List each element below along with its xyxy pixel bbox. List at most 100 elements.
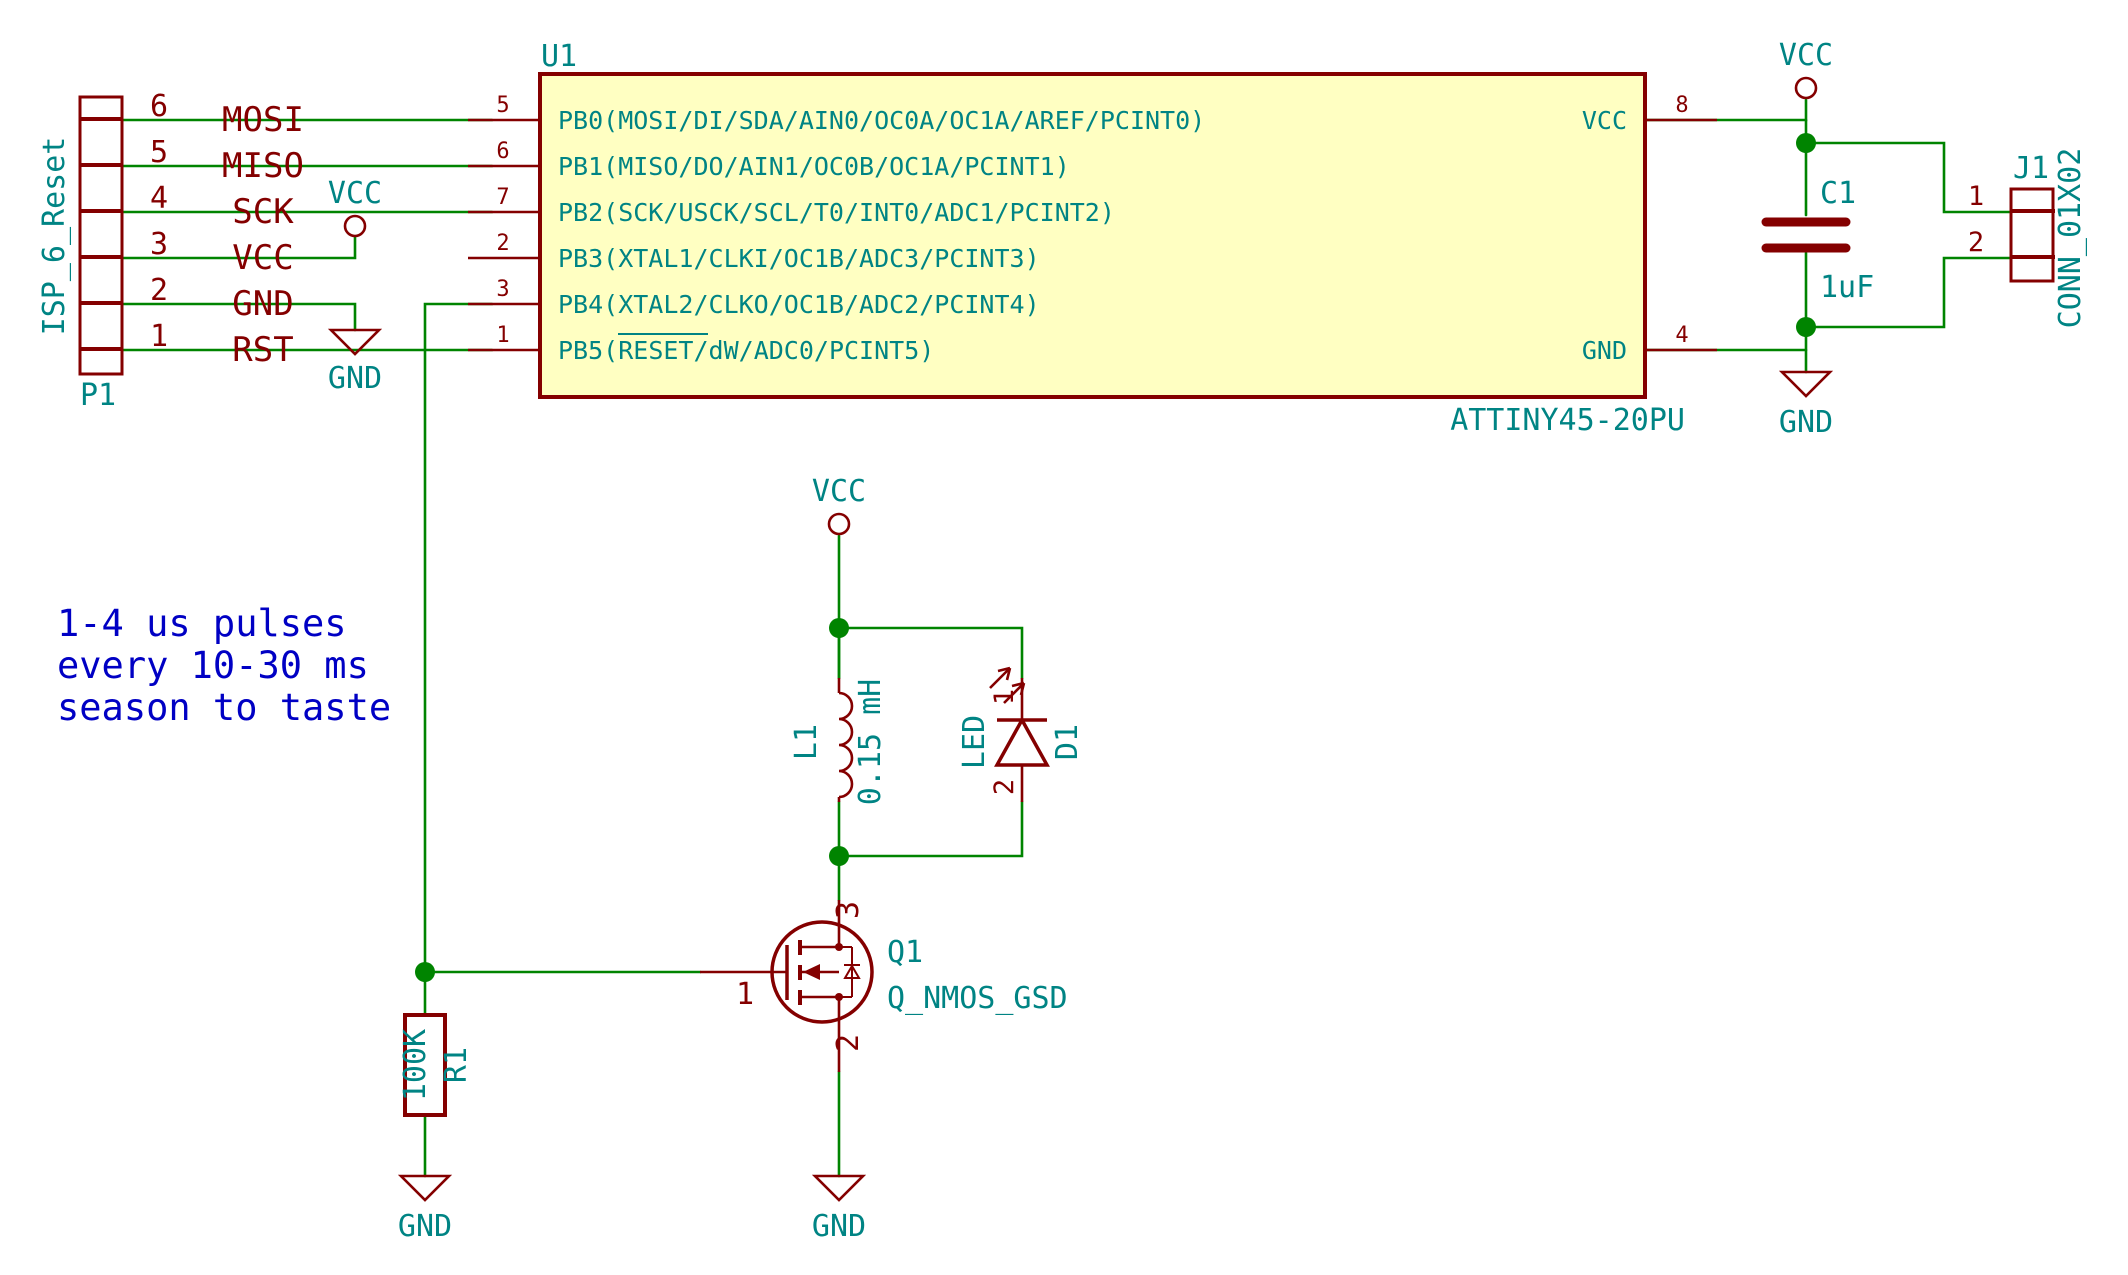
pin-name-part: /dW/ADC0/PCINT5) (693, 336, 934, 365)
inductor-coil (838, 691, 854, 799)
vcc-circle-icon (827, 512, 851, 536)
resistor-r1-ref: R1 (439, 1047, 474, 1083)
pin-number: 2 (150, 273, 168, 308)
mosfet-arrow (803, 964, 820, 980)
pin-number: 1 (150, 319, 168, 354)
pin-number: 5 (496, 93, 509, 118)
led-d1-value: LED (957, 715, 992, 769)
gnd-symbol: GND (327, 328, 383, 396)
pin-label-vcc: VCC (232, 238, 293, 278)
pin-number: 2 (831, 1034, 866, 1052)
inductor-l1[interactable]: L1 0.15 mH (789, 678, 888, 805)
vcc-symbol: VCC (1779, 38, 1833, 100)
wire-j1-pin1 (1804, 141, 2012, 214)
pin-label-rst: RST (232, 330, 293, 370)
gnd-triangle-icon (811, 1174, 867, 1202)
pin-number: 6 (150, 89, 168, 124)
pin-stub (80, 255, 123, 259)
pin-name-part: PB5( (558, 336, 618, 365)
junction-dot (1796, 133, 1816, 153)
pin-label-mosi: MOSI (222, 100, 304, 140)
gnd-triangle-icon (397, 1174, 453, 1202)
mosfet-q1-ref: Q1 (887, 935, 923, 970)
gnd-label: GND (812, 1209, 866, 1244)
junction-dot (829, 618, 849, 638)
note-line: 1-4 us pulses (57, 602, 347, 645)
pin-stub (80, 117, 123, 121)
gnd-triangle-icon (1778, 370, 1834, 398)
pin-number: 7 (496, 185, 509, 210)
connector-p1-ref: P1 (80, 378, 116, 413)
pin-stub (80, 301, 123, 305)
resistor-r1[interactable]: 100K R1 (398, 1013, 474, 1117)
pin-number: 2 (1968, 227, 1984, 258)
ic-u1[interactable]: U1 ATTINY45-20PU 5 6 7 2 3 1 PB0(MOSI/DI… (468, 39, 1717, 438)
note-line: every 10-30 ms (57, 644, 369, 687)
pin-name-overbar: RESET (618, 336, 693, 365)
capacitor-c1[interactable]: C1 1uF (1761, 176, 1874, 305)
power-symbols: VCC GND VCC GND VCC GND GND (327, 38, 1834, 1244)
pin-number: 3 (831, 901, 866, 919)
mosfet-q1-value: Q_NMOS_GSD (887, 981, 1068, 1016)
junction-dot (829, 846, 849, 866)
resistor-r1-value: 100K (398, 1029, 433, 1101)
gnd-label: GND (328, 361, 382, 396)
capacitor-c1-value: 1uF (1820, 270, 1874, 305)
pin-stub (80, 209, 123, 213)
pin-stub (80, 347, 123, 351)
wires (121, 98, 2012, 1178)
vcc-label: VCC (328, 176, 382, 211)
pin-number: 1 (989, 689, 1020, 705)
ic-u1-body (538, 72, 1647, 399)
pin-number: 2 (989, 779, 1020, 795)
gnd-symbol: GND (1778, 370, 1834, 440)
vcc-circle-icon (343, 214, 367, 238)
pin-number: 6 (496, 139, 509, 164)
connector-p1-body (78, 95, 124, 376)
pin-stub (2012, 255, 2055, 259)
pin-label-miso: MISO (222, 146, 304, 186)
connector-p1[interactable]: P1 ISP_6_Reset 6 5 4 3 2 1 MOSI MISO SCK… (37, 89, 304, 413)
capacitor-c1-ref: C1 (1820, 176, 1856, 211)
wire-led-bottom (837, 800, 1024, 858)
pin-number: 5 (150, 135, 168, 170)
design-note: 1-4 us pulses every 10-30 ms season to t… (57, 602, 391, 729)
vcc-label: VCC (812, 474, 866, 509)
ic-u1-value: ATTINY45-20PU (1450, 403, 1685, 438)
connector-j1[interactable]: 1 2 J1 CONN_01X02 (1968, 148, 2088, 329)
pin-name-reset: PB5(RESET/dW/ADC0/PCINT5) (558, 336, 934, 365)
pin-name: PB2(SCK/USCK/SCL/T0/INT0/ADC1/PCINT2) (558, 198, 1115, 227)
vcc-circle-icon (1794, 76, 1818, 100)
wire-led-top (837, 626, 1024, 680)
wire-pb4-gate (423, 302, 702, 974)
pin-number: 4 (150, 181, 168, 216)
connector-p1-pins (80, 117, 123, 351)
mosfet-node (835, 993, 843, 1001)
pin-number: 1 (736, 977, 754, 1012)
pin-name: PB1(MISO/DO/AIN1/OC0B/OC1A/PCINT1) (558, 152, 1070, 181)
ic-u1-left-pins: 5 6 7 2 3 1 PB0(MOSI/DI/SDA/AIN0/OC0A/OC… (468, 93, 1205, 365)
pin-number: 3 (496, 277, 509, 302)
wire-p1-gnd (121, 302, 357, 332)
connector-j1-body (2009, 187, 2055, 283)
gnd-label: GND (398, 1209, 452, 1244)
led-emission-arrows (989, 666, 1026, 704)
resistor-body (403, 1013, 447, 1117)
mosfet-q1[interactable]: 1 3 2 Q1 Q_NMOS_GSD (700, 900, 1068, 1072)
wire-p1-vcc (121, 234, 357, 260)
gnd-label: GND (1779, 405, 1833, 440)
vcc-symbol: VCC (812, 474, 866, 536)
pin-number: 1 (1968, 181, 1984, 212)
vcc-symbol: VCC (328, 176, 382, 238)
pin-number: 3 (150, 227, 168, 262)
pin-name: VCC (1582, 106, 1627, 135)
ic-u1-ref: U1 (541, 39, 577, 74)
led-d1-ref: D1 (1050, 724, 1085, 760)
pin-name: GND (1582, 336, 1627, 365)
inductor-l1-value: 0.15 mH (853, 679, 888, 805)
gnd-triangle-icon (327, 328, 383, 356)
wire-vcc-pin8 (1643, 98, 1808, 122)
gnd-symbol: GND (811, 1174, 867, 1244)
led-d1[interactable]: 1 2 LED D1 (957, 666, 1085, 802)
